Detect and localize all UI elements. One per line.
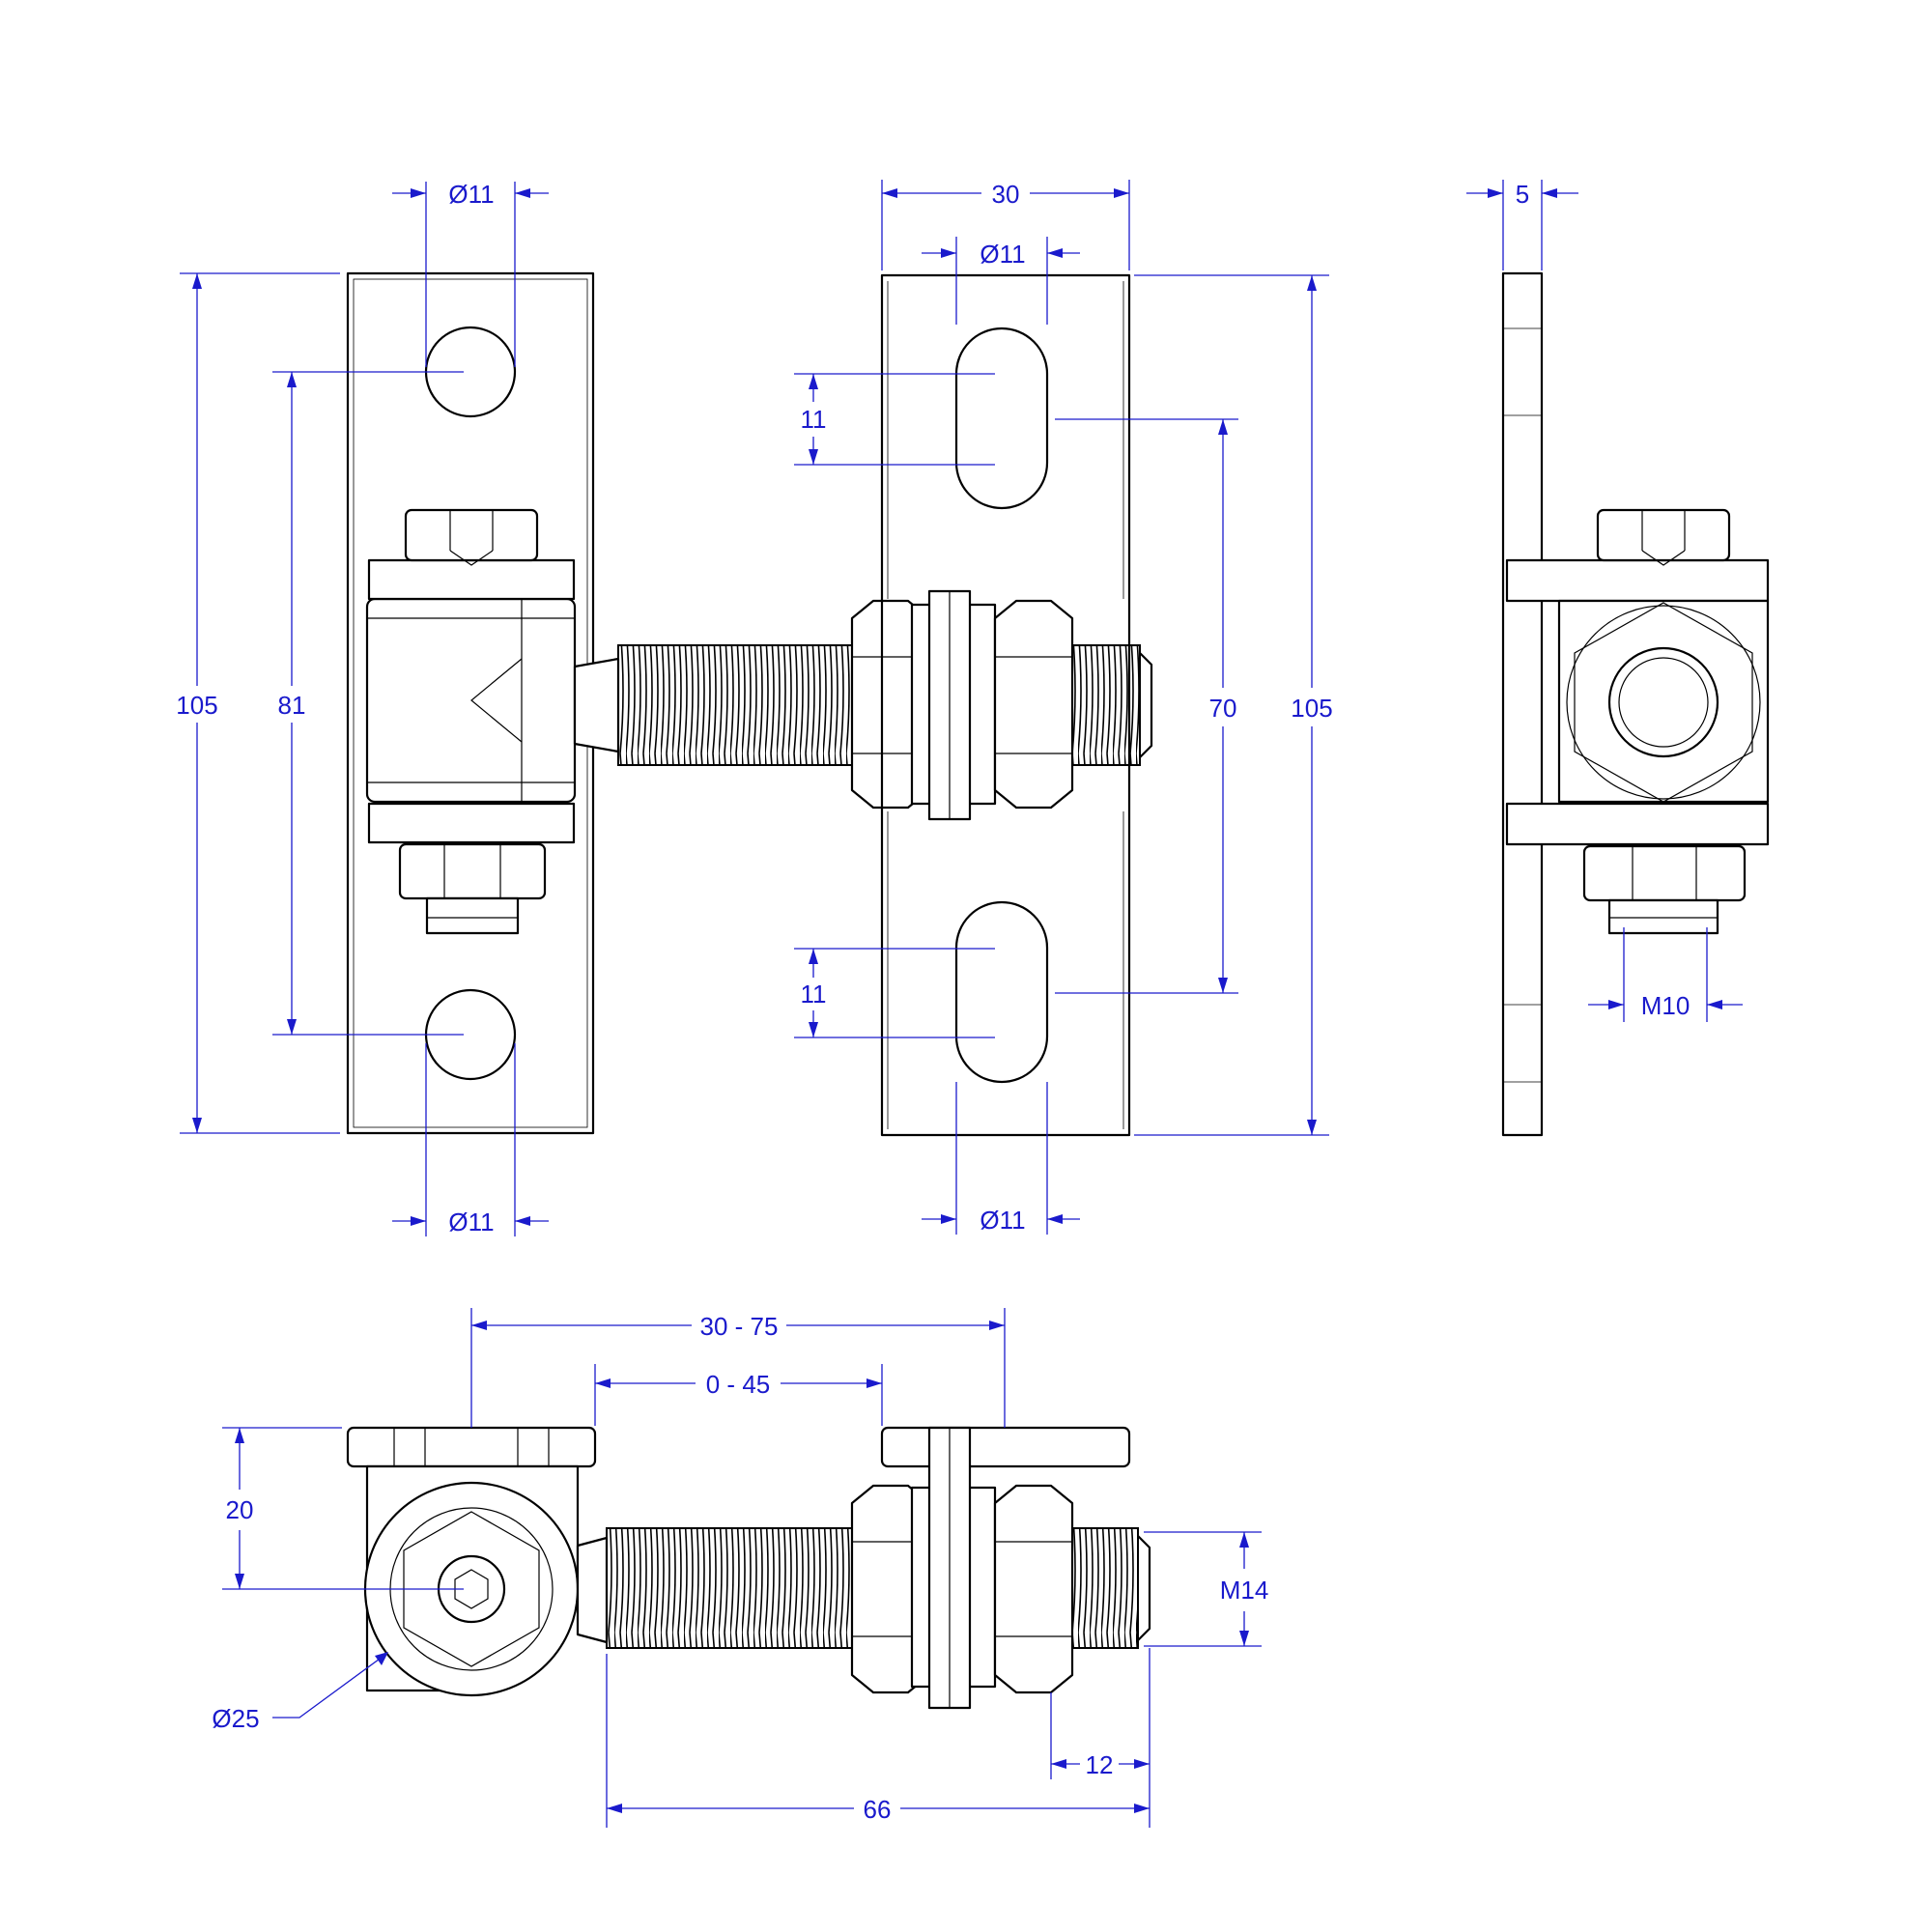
bolt-front-view bbox=[573, 589, 1153, 821]
dimension-labels: Ø11 Ø11 105 81 30 Ø11 11 11 Ø11 70 105 5… bbox=[176, 180, 1690, 1824]
right-top-slot bbox=[954, 327, 1049, 510]
dim-top-end-length: 12 bbox=[1086, 1750, 1114, 1779]
dim-left-top-hole-dia: Ø11 bbox=[448, 180, 494, 209]
dim-top-bolt-length: 66 bbox=[864, 1795, 892, 1824]
dim-right-bottom-slot-width: Ø11 bbox=[980, 1206, 1025, 1235]
dim-top-gap-range: 0 - 45 bbox=[706, 1370, 771, 1399]
dim-left-plate-height: 105 bbox=[176, 691, 217, 720]
dim-right-plate-height: 105 bbox=[1291, 694, 1332, 723]
dim-right-top-slot-width: Ø11 bbox=[980, 240, 1025, 269]
right-bottom-slot bbox=[954, 900, 1049, 1084]
dim-right-plate-width: 30 bbox=[992, 180, 1020, 209]
dim-top-eye-offset: 20 bbox=[226, 1495, 254, 1524]
top-view bbox=[346, 1426, 1151, 1710]
dim-left-hole-spacing: 81 bbox=[278, 691, 306, 720]
dim-top-eye-dia: Ø25 bbox=[212, 1704, 259, 1733]
dim-top-bolt-thread: M14 bbox=[1220, 1576, 1269, 1605]
dim-right-top-slot-length: 11 bbox=[801, 405, 827, 434]
dimension-lines bbox=[180, 180, 1743, 1828]
dim-right-bottom-slot-length: 11 bbox=[801, 980, 827, 1009]
dim-side-plate-thickness: 5 bbox=[1516, 180, 1529, 209]
dim-right-slot-spacing: 70 bbox=[1209, 694, 1237, 723]
dim-top-overall-range: 30 - 75 bbox=[700, 1312, 779, 1341]
dim-side-bolt-thread: M10 bbox=[1641, 991, 1690, 1020]
dim-left-bottom-hole-dia: Ø11 bbox=[448, 1208, 494, 1236]
side-view bbox=[1501, 271, 1770, 1137]
left-plate-front-view bbox=[346, 271, 595, 1135]
